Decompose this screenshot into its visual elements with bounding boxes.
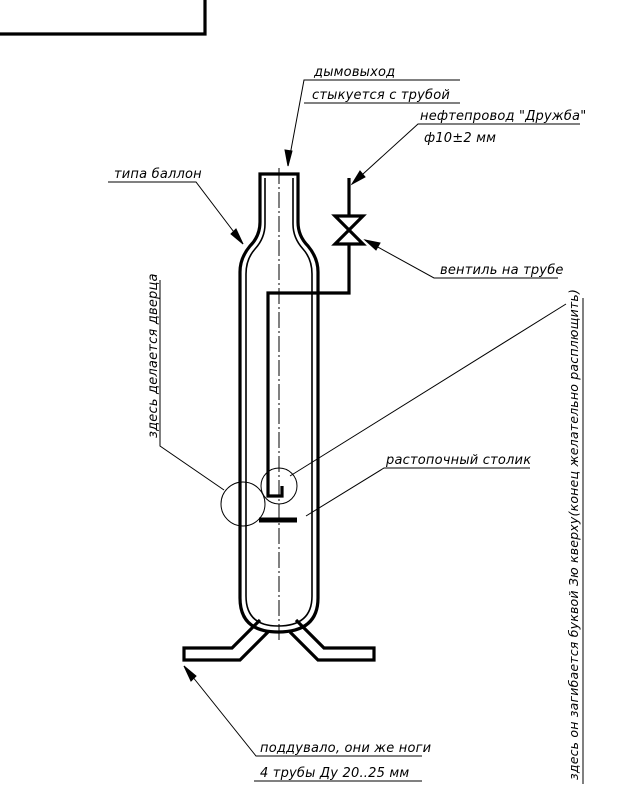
pipe-end-detail-circle xyxy=(260,467,298,505)
arrow-body-type xyxy=(230,228,244,245)
label-door: здесь делается дверца xyxy=(146,273,161,438)
arrow-flue xyxy=(284,149,293,167)
leader-legs xyxy=(183,665,422,757)
label-bend-note: здесь он загибается буквой Зю кверху(кон… xyxy=(566,289,581,780)
label-pipeline-top: нефтепровод "Дружба" xyxy=(420,109,586,124)
label-body-type: типа баллон xyxy=(114,167,202,182)
title-block-frame xyxy=(0,0,207,36)
stove-body-outer xyxy=(238,172,320,634)
fuel-pipe xyxy=(266,178,351,498)
leader-pipeline xyxy=(351,123,580,185)
arrow-valve xyxy=(363,239,381,251)
label-legs-top: поддувало, они же ноги xyxy=(260,741,431,756)
leg-left xyxy=(182,618,270,662)
arrow-legs xyxy=(183,665,197,682)
label-kindling-table: растопочный столик xyxy=(385,453,531,468)
leader-valve xyxy=(364,239,558,279)
door-detail-circle xyxy=(220,481,266,527)
label-valve: вентиль на трубе xyxy=(440,263,564,278)
label-flue-bottom: стыкуется с трубой xyxy=(312,88,450,103)
stove-body-inner xyxy=(245,178,313,627)
label-legs-bottom: 4 трубы Ду 20..25 мм xyxy=(260,766,409,781)
leader-flue xyxy=(287,79,460,167)
leader-bend-note xyxy=(289,303,567,477)
arrow-pipeline xyxy=(350,170,366,186)
leader-body-type xyxy=(108,181,244,245)
label-pipeline-bottom: ф10±2 мм xyxy=(424,131,496,146)
leader-kindling-table xyxy=(305,467,530,517)
label-flue-top: дымовыход xyxy=(313,65,395,80)
valve-symbol xyxy=(331,214,367,246)
leg-right xyxy=(288,618,376,662)
leader-door xyxy=(159,280,225,491)
